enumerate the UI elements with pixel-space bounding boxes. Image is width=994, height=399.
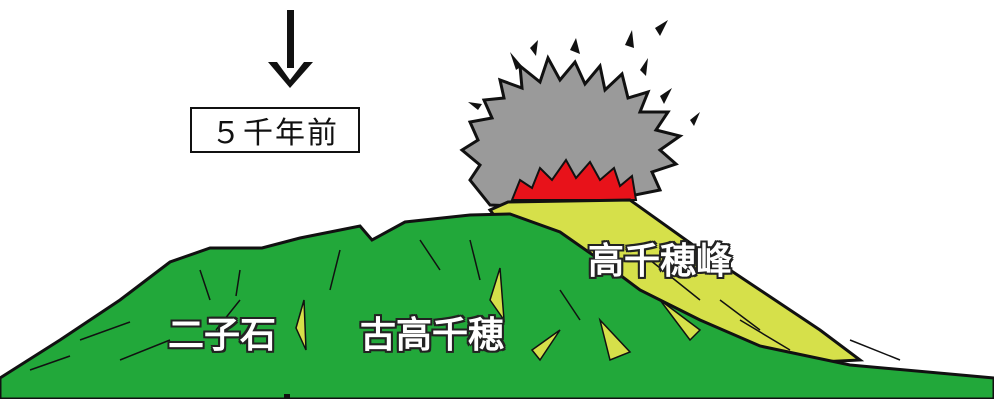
lava-glow	[510, 158, 638, 201]
label-ko-takachiho: 古高千穂	[360, 315, 505, 356]
surface-streaks	[215, 267, 702, 362]
eruption-ash-cloud	[459, 20, 700, 212]
bottom-tick	[284, 394, 290, 399]
surface-hatching	[29, 239, 901, 371]
down-arrow-icon	[268, 10, 313, 88]
label-futagoishi: 二子石	[168, 315, 277, 356]
label-takachiho-peak: 高千穂峰	[588, 241, 733, 282]
time-label: ５千年前	[190, 107, 360, 153]
